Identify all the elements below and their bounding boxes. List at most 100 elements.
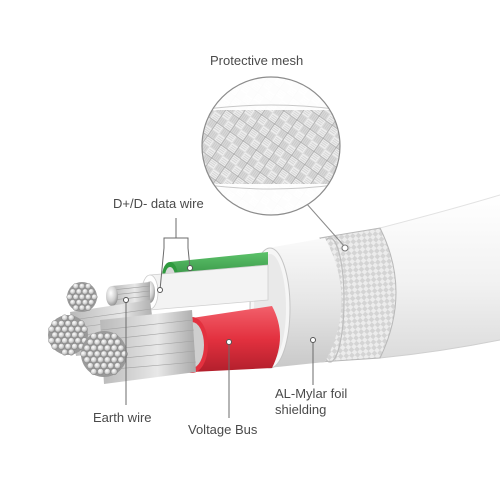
wire-strand	[58, 331, 65, 339]
wire-strand	[117, 356, 125, 364]
wire-strand	[54, 337, 62, 344]
mesh-magnifier	[201, 76, 349, 252]
wire-strand	[97, 332, 104, 340]
wire-strand	[83, 356, 91, 364]
wire-strand	[69, 299, 76, 306]
wire-strand	[85, 283, 92, 290]
wire-strand	[61, 337, 68, 344]
wire-strand	[48, 326, 55, 333]
wire-strand	[107, 350, 115, 358]
wire-strand	[85, 293, 92, 301]
wire-strand	[82, 299, 89, 306]
earth-wire-label: Earth wire	[93, 410, 152, 425]
wire-strand	[91, 293, 98, 301]
wire-strand	[68, 326, 75, 333]
wire-strand	[78, 293, 86, 301]
wire-strand	[66, 293, 73, 301]
wire-strand	[82, 288, 89, 295]
voltage-bus-label: Voltage Bus	[188, 422, 258, 437]
wire-strand	[117, 344, 125, 352]
wire-strand	[74, 326, 82, 333]
strand-end-left	[48, 314, 88, 356]
wire-strand	[90, 368, 98, 376]
wire-strand	[104, 356, 111, 364]
protective-mesh-label: Protective mesh	[210, 53, 304, 68]
wire-strand	[74, 337, 82, 344]
wire-strand	[81, 326, 88, 333]
wire-strand	[114, 362, 121, 370]
mylar-foil-label-line2: shielding	[275, 402, 327, 417]
wire-strand	[93, 338, 101, 346]
data-wire-leader-left	[159, 247, 165, 291]
voltage-bus-strands	[100, 310, 197, 384]
wire-strand	[71, 343, 78, 350]
wire-strand	[75, 288, 82, 295]
wire-strand	[97, 368, 104, 376]
data-wire-leader-right	[187, 247, 191, 269]
wire-strand	[64, 343, 72, 350]
wire-strand	[90, 344, 98, 352]
wire-strand	[110, 332, 118, 340]
wire-strand	[54, 326, 62, 333]
wire-strand	[48, 337, 55, 344]
wire-strand	[100, 362, 108, 370]
wire-strand	[64, 331, 72, 339]
wire-strand	[68, 337, 75, 344]
wire-strand	[104, 368, 111, 376]
wire-strand	[97, 356, 104, 364]
wire-strand	[51, 343, 59, 350]
wire-strand	[97, 344, 104, 352]
wire-strand	[75, 299, 82, 306]
wire-strand	[93, 362, 101, 370]
leader-lines	[125, 218, 314, 418]
wire-strand	[72, 304, 79, 311]
wire-strand	[88, 299, 95, 306]
wire-strand	[83, 344, 91, 352]
wire-strand	[80, 350, 87, 358]
wire-strand	[72, 293, 79, 301]
wire-strand	[87, 350, 94, 358]
wire-strand	[104, 344, 111, 352]
wire-strand	[114, 338, 121, 346]
wire-strand	[78, 304, 86, 311]
wire-strand	[61, 326, 68, 333]
strand-end-front	[80, 331, 128, 377]
wire-strand	[78, 283, 86, 290]
wire-strand	[71, 331, 78, 339]
wire-strand	[68, 348, 75, 356]
wire-strand	[77, 320, 85, 327]
wire-strand	[58, 320, 65, 327]
wire-strand	[71, 320, 78, 327]
wire-strand	[61, 348, 68, 356]
wire-strand	[107, 362, 115, 370]
wire-strand	[100, 338, 108, 346]
wire-strand	[93, 350, 101, 358]
wire-strand	[107, 338, 115, 346]
leader-dots	[123, 265, 316, 345]
wire-strand	[87, 362, 94, 370]
wire-strand	[61, 314, 68, 322]
wire-strand	[104, 332, 111, 340]
wire-strand	[121, 350, 128, 358]
wire-strand	[90, 356, 98, 364]
wire-strand	[88, 288, 95, 295]
mylar-foil-label-line1: AL-Mylar foil	[275, 386, 348, 401]
wire-strand	[69, 288, 76, 295]
wire-strand	[110, 344, 118, 352]
data-wire-label: D+/D- data wire	[113, 196, 204, 211]
wire-strand	[85, 304, 92, 311]
wire-strand	[110, 356, 118, 364]
wire-strand	[64, 320, 72, 327]
wire-strand	[87, 338, 94, 346]
wire-strand	[51, 331, 59, 339]
wire-strand	[68, 314, 75, 322]
wire-strand	[90, 332, 98, 340]
wire-strand	[114, 350, 121, 358]
wire-strand	[110, 368, 118, 376]
wire-strand	[77, 331, 85, 339]
wire-strand	[51, 320, 59, 327]
data-wire-bracket	[163, 237, 189, 248]
strand-end-top	[66, 282, 98, 312]
